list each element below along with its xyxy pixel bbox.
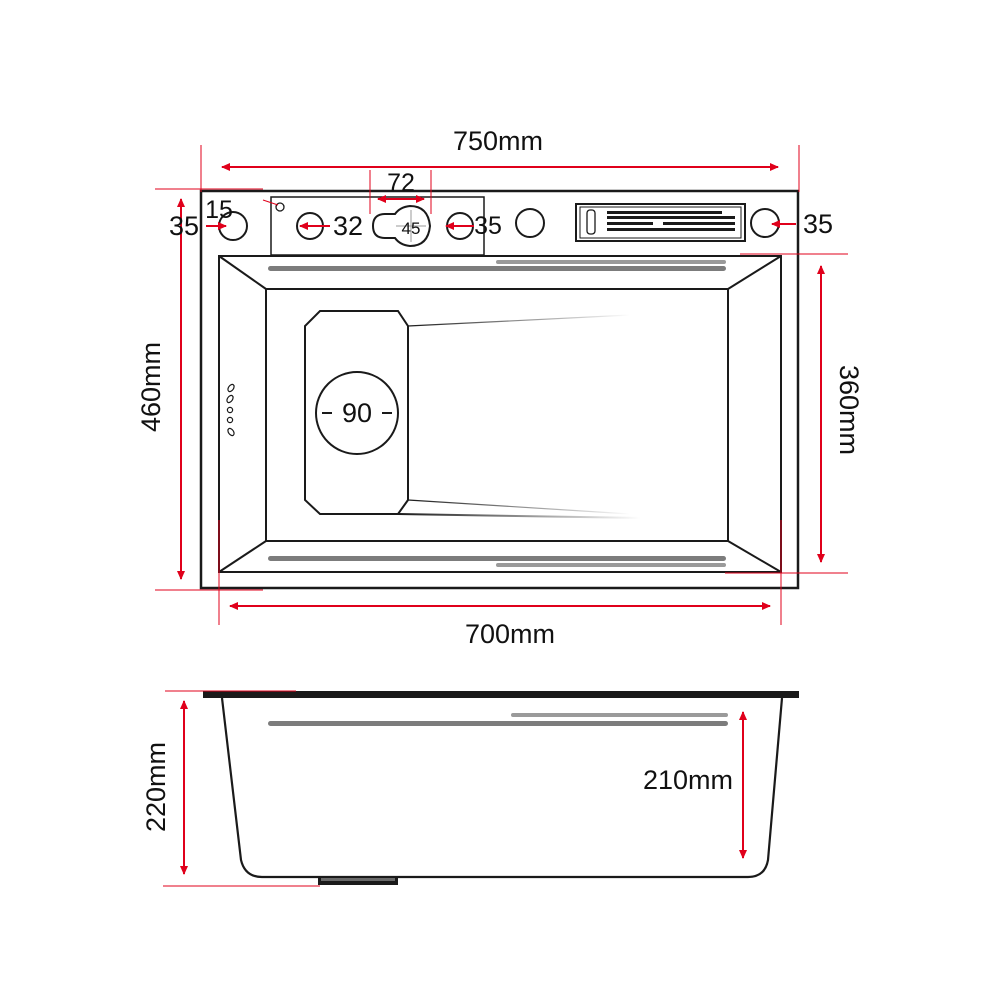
rail-slot [268,556,726,561]
extension-line [262,199,279,206]
control-panel-inner [579,206,742,239]
side-view [203,691,799,885]
control-panel [575,203,746,242]
bevel-line [727,540,782,573]
side-bowl-outline [220,697,784,879]
rail-slot [496,563,726,567]
drain-outlet-highlight [321,878,395,881]
bevel-line [218,255,267,290]
side-view-dimensions: 220mm 210mm [141,690,747,887]
fade-line [407,314,631,327]
drain-outlet [318,876,398,885]
bevel-line [218,540,267,573]
bowl-height-label: 210mm [643,765,733,795]
side-rail-slot [511,713,728,717]
fade-line [397,513,641,519]
mid-spacing-label: 35 [474,212,502,240]
left-margin-label: 35 [169,211,199,241]
indicator-dot [275,202,285,212]
keyhole-cutout [371,204,432,248]
panel-slot [663,222,735,225]
control-panel-switch [586,209,596,235]
sink-outer-outline [199,189,800,590]
rail-slot [496,260,726,264]
bowl-depth-label: 360mm [834,365,864,455]
keyhole-diameter-label: 45 [402,219,421,238]
drain-circle [315,371,399,455]
top-view: 90 45 [199,189,800,590]
side-vent-holes [226,383,235,437]
basin-floor-outline [265,288,729,542]
basin-outer-outline [218,255,782,573]
corner-offset-label: 15 [205,196,233,224]
side-rim [203,691,799,698]
top-view-dimensions: 750mm 700mm 460mm 360mm 72 15 35 32 35 3… [136,126,864,649]
accessory-hole [515,208,545,238]
panel-slot [607,211,722,214]
panel-slot [607,216,735,219]
panel-slot [607,222,653,225]
drain-diameter-label: 90 [342,398,372,428]
fade-line [407,499,631,515]
faucet-hole-label: 32 [333,211,363,241]
hole-spacing-label: 72 [387,169,415,197]
inner-width-label: 700mm [465,619,555,649]
total-height-label: 220mm [141,742,171,832]
panel-slot [607,228,735,231]
right-margin-label: 35 [803,209,833,239]
bevel-line [727,255,782,290]
rail-slot [268,266,726,271]
side-rail-slot [268,721,728,726]
overall-depth-label: 460mm [136,342,166,432]
overall-width-label: 750mm [453,126,543,156]
